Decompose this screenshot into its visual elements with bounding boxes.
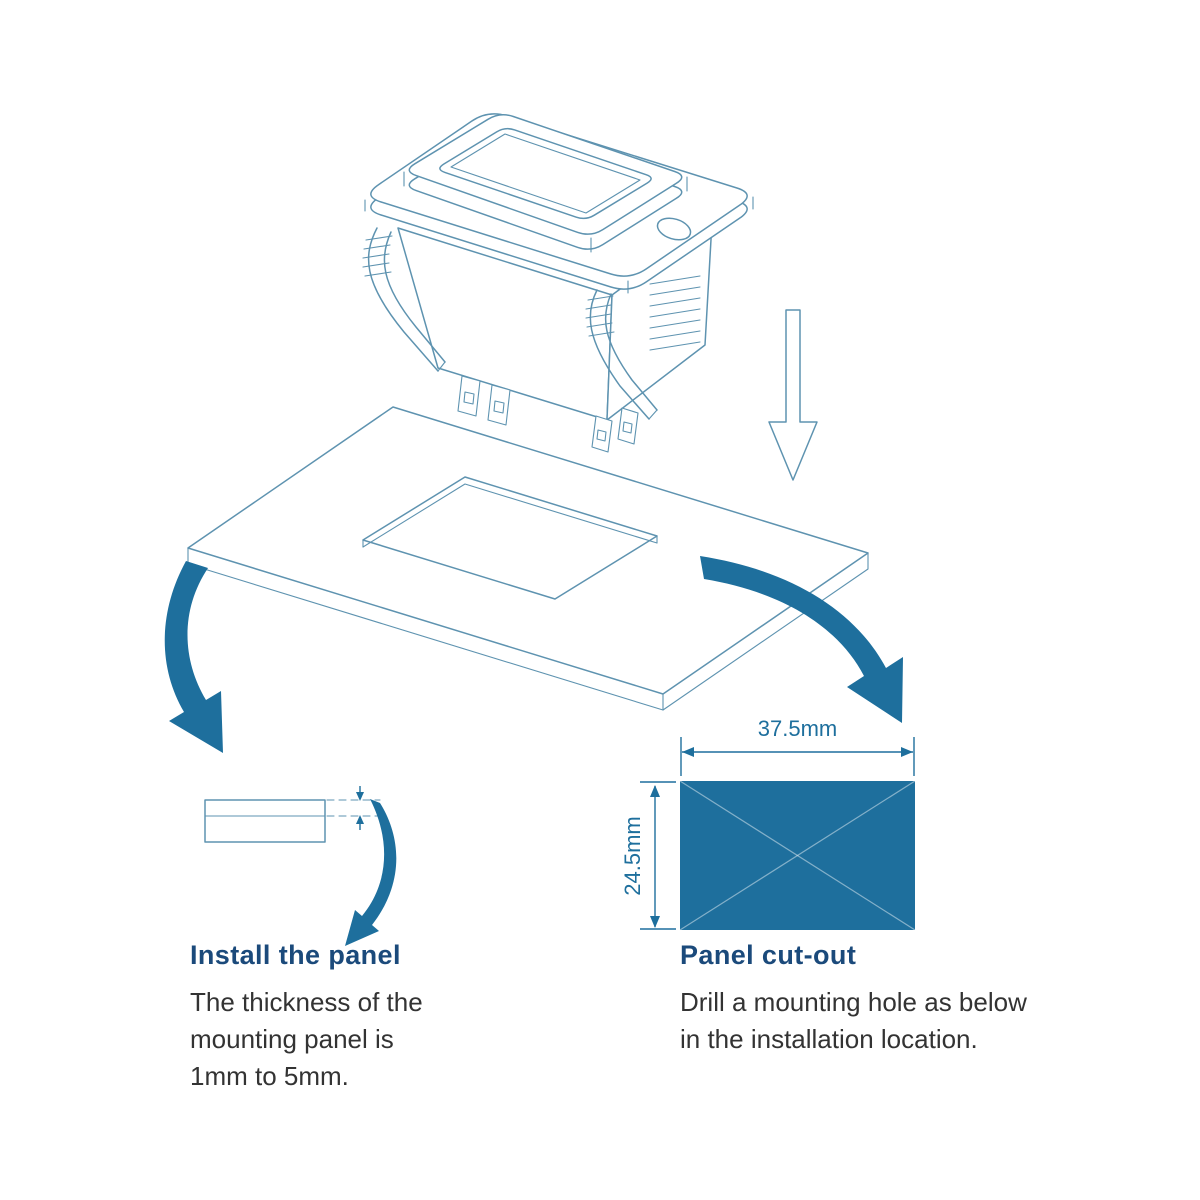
cutout-step-heading: Panel cut-out (680, 940, 857, 970)
install-step-body: The thickness of the mounting panel is 1… (190, 987, 423, 1091)
cutout-step-body: Drill a mounting hole as below in the in… (680, 987, 1027, 1054)
height-dimension (640, 781, 676, 930)
width-dimension (680, 737, 915, 776)
mounting-clip-front (585, 289, 658, 420)
mounting-clip-left (362, 227, 446, 372)
display-window (439, 127, 652, 220)
cutout-diagonals (679, 780, 916, 931)
panel-cross-section (204, 799, 326, 843)
panel-cutout-hole (362, 476, 658, 600)
curved-arrow-right-icon (700, 556, 903, 723)
panel-top-face (187, 406, 869, 695)
thickness-dimension (356, 786, 364, 830)
clip-ribs (585, 295, 615, 337)
clip-ribs (362, 235, 393, 277)
cutout-filled-rect (680, 781, 915, 930)
panel-cutout-diagram (640, 737, 916, 931)
vent-slots (649, 275, 701, 351)
insert-direction-arrow-icon (768, 309, 818, 481)
mounting-panel-illustration (187, 406, 869, 711)
terminal-prongs (457, 375, 639, 453)
display-bezel (403, 114, 688, 253)
device-illustration (362, 113, 754, 453)
extension-dashes (326, 799, 381, 817)
small-curved-arrow-icon (345, 799, 397, 946)
install-step-heading: Install the panel (190, 940, 401, 970)
curved-arrow-left-icon (164, 561, 223, 753)
cutout-width-label: 37.5mm (757, 716, 838, 741)
panel-thickness-diagram (204, 786, 397, 946)
panel-thickness-edges (187, 547, 869, 711)
cutout-height-label: 24.5mm (620, 816, 645, 896)
